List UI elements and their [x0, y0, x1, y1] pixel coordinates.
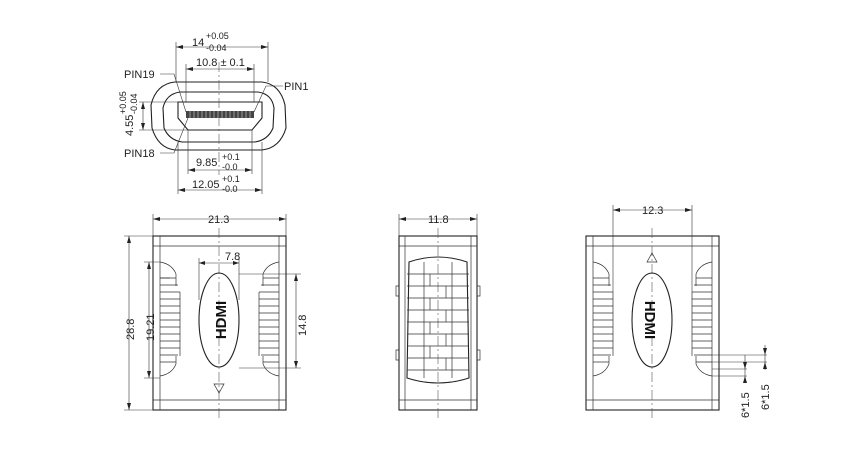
label-pin18: PIN18	[124, 148, 155, 160]
back-left-fins	[592, 261, 614, 377]
label-pin1: PIN1	[284, 81, 308, 93]
dim-front-height: 28.8	[125, 319, 137, 340]
dim-bottom-inner-tol-upper: +0.1	[222, 152, 240, 162]
dim-bottom-outer-tol-lower: -0.0	[222, 184, 238, 194]
dim-side-width: 11.8	[428, 214, 449, 226]
front-logo-text: HDMI	[213, 301, 230, 339]
dim-hole-2: 6*1.5	[760, 384, 772, 410]
front-body-outline	[152, 235, 287, 411]
dim-bottom-outer: 12.05	[192, 179, 220, 191]
pin-contacts	[186, 111, 254, 118]
back-body-outline	[585, 235, 720, 411]
dim-top-height: 4.55	[124, 115, 136, 136]
back-arrow-mark	[646, 252, 658, 263]
dim-front-width: 21.3	[208, 214, 229, 226]
side-ribbed-band	[406, 256, 470, 384]
front-logo-oval	[198, 272, 240, 368]
connector-shell	[162, 91, 275, 143]
dim-bottom-inner-tol-lower: -0.0	[222, 162, 238, 172]
back-logo-oval	[631, 272, 673, 368]
front-left-fins	[159, 261, 181, 377]
front-arrow-mark	[213, 383, 225, 394]
front-view: HDMI 21.3 7.8 28.8 19.21 14.8	[124, 214, 309, 418]
dim-bottom-inner: 9.85	[196, 157, 217, 169]
back-logo-text: HDMI	[641, 301, 658, 339]
label-pin19: PIN19	[124, 69, 155, 81]
dim-top-height-tol-upper: +0.05	[118, 91, 128, 114]
dim-top-width-tol-lower: -0.04	[206, 43, 227, 53]
dim-bottom-outer-tol-upper: +0.1	[222, 174, 240, 184]
back-right-fins	[691, 261, 713, 377]
side-view: 11.8	[395, 214, 481, 418]
dim-top-height-tol-lower: -0.04	[129, 93, 139, 114]
dim-top-width-tol-upper: +0.05	[206, 31, 229, 41]
dim-back-width: 12.3	[642, 205, 663, 217]
dim-hole-1: 6*1.5	[740, 392, 752, 418]
dim-front-logo-width: 7.8	[225, 251, 240, 263]
dim-top-inner-width: 10.8 ± 0.1	[196, 57, 245, 69]
top-view: 14 +0.05 -0.04 10.8 ± 0.1 PIN19 PIN1 PIN…	[118, 31, 308, 194]
back-view: HDMI 12.3 6*1.5 6*1.5	[585, 205, 772, 418]
front-right-fins	[258, 261, 280, 377]
dim-front-inner-height: 19.21	[145, 313, 157, 341]
dim-front-logo-height: 14.8	[297, 315, 309, 336]
dim-top-width: 14	[192, 37, 204, 49]
